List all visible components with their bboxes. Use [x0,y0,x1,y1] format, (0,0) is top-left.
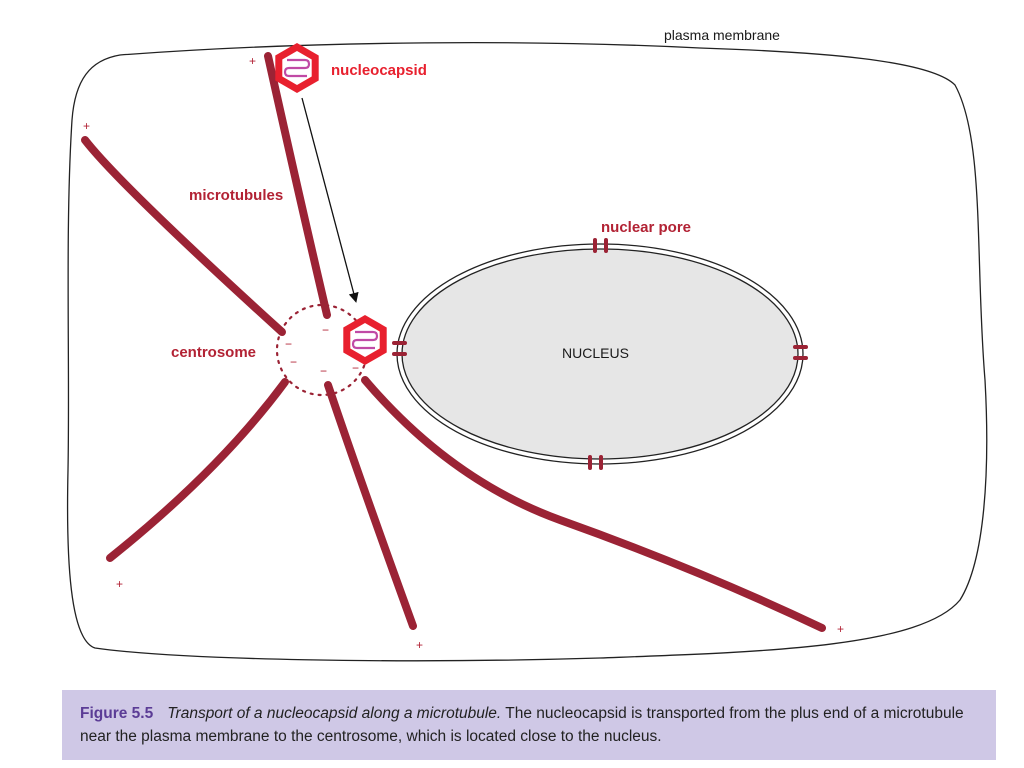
nucleus-label: NUCLEUS [562,345,629,361]
minus-sign: − [322,323,329,337]
plus-sign: + [837,622,844,636]
figure-caption: Figure 5.5 Transport of a nucleocapsid al… [62,690,996,760]
transport-arrow [301,97,359,303]
nucleocapsid-icon [275,43,319,93]
plus-sign: + [116,577,123,591]
minus-sign: − [320,364,327,378]
nuclear-pore-bottom [588,455,592,470]
nuclear-pore-top [593,238,597,253]
microtubules-label: microtubules [189,187,283,204]
nucleocapsid-label: nucleocapsid [331,62,427,79]
nuclear-pore-left [392,352,407,356]
nucleocapsid-icon [343,315,387,365]
nuclear-pores [392,238,808,470]
plus-sign: + [249,54,256,68]
nuclear-pore-label: nuclear pore [601,219,691,236]
nuclear-pore-right [793,356,808,360]
microtubule-top [264,52,331,319]
centrosome-label: centrosome [171,344,256,361]
minus-end-signs: − − − − − [285,323,359,378]
nuclear-pore-top [604,238,608,253]
figure-number: Figure 5.5 [80,705,154,722]
nuclear-pore-left [392,341,407,345]
plasma-membrane [66,42,988,662]
plasma-membrane-label: plasma membrane [664,27,780,43]
nuclear-pore-bottom [599,455,603,470]
figure-caption-text: The nucleocapsid is transported from the… [80,705,964,745]
microtubule-upper-left [81,136,286,336]
microtubule-lower-right [361,376,826,632]
nucleocapsid-transport-diagram: plasma membrane nucleocapsid microtubule… [66,27,988,662]
plus-end-signs: + + + + + [83,54,844,652]
nucleus [396,243,804,465]
minus-sign: − [285,337,292,351]
microtubules [81,52,826,632]
figure-title: Transport of a nucleocapsid along a micr… [167,705,502,722]
minus-sign: − [290,355,297,369]
minus-sign: − [352,361,359,375]
nuclear-pore-right [793,345,808,349]
microtubule-lower-left [106,378,289,562]
plus-sign: + [416,638,423,652]
plus-sign: + [83,119,90,133]
microtubule-bottom [324,381,417,630]
